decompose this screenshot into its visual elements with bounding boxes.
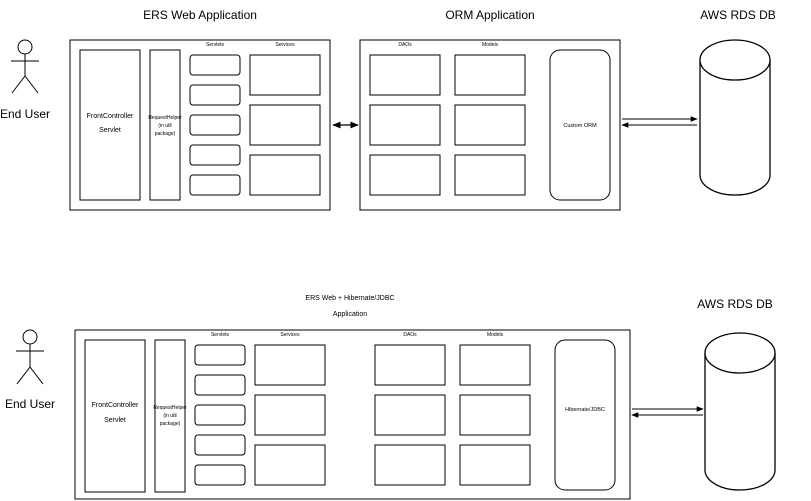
service-box xyxy=(254,394,326,436)
app-title: ERS Web + Hibernate/JDBC xyxy=(305,295,394,302)
request-helper-label: (in util xyxy=(163,413,176,419)
servlet-box xyxy=(189,174,241,196)
end-user-actor-icon xyxy=(16,329,44,385)
bottom-diagram: End User ERS Web + Hibernate/JDBC Applic… xyxy=(5,295,776,500)
servlets-header: Servlets xyxy=(211,332,230,338)
servlet-box xyxy=(194,374,246,396)
model-box xyxy=(459,394,531,436)
servlet-box xyxy=(189,84,241,106)
servlet-box xyxy=(194,434,246,456)
servlets-header: Servlets xyxy=(206,42,225,48)
app-title: Application xyxy=(333,311,367,318)
servlet-box xyxy=(189,114,241,136)
servlet-box xyxy=(194,404,246,426)
model-box xyxy=(454,104,526,146)
front-controller-label: Servlet xyxy=(104,417,126,424)
model-box xyxy=(459,444,531,486)
dao-box xyxy=(374,444,446,486)
end-user-label: End User xyxy=(0,107,50,121)
end-user-label: End User xyxy=(5,397,55,411)
model-box xyxy=(454,154,526,196)
custom-orm-label: Custom ORM xyxy=(563,123,597,129)
database-cylinder-icon xyxy=(704,332,776,491)
dao-box xyxy=(369,154,441,196)
models-header: Models xyxy=(482,42,499,48)
request-helper-label: RequestHelper xyxy=(153,405,187,411)
hibernate-box xyxy=(554,339,616,491)
service-box xyxy=(249,104,321,146)
model-box xyxy=(459,344,531,386)
request-helper-label: (in util xyxy=(158,123,171,129)
orm-app-title: ORM Application xyxy=(445,8,534,22)
dao-box xyxy=(374,344,446,386)
service-box xyxy=(249,154,321,196)
servlet-box xyxy=(189,144,241,166)
front-controller-label: FrontController xyxy=(92,402,139,409)
request-helper-label: package) xyxy=(155,131,176,137)
db-label: AWS RDS DB xyxy=(700,8,776,22)
request-helper-box xyxy=(154,339,186,493)
request-helper-box xyxy=(149,49,181,201)
model-box xyxy=(454,54,526,96)
front-controller-box xyxy=(84,339,146,493)
custom-orm-box xyxy=(549,49,611,201)
top-diagram: End User ERS Web Application ORM Applica… xyxy=(0,8,776,211)
service-box xyxy=(249,54,321,96)
web-app-title: ERS Web Application xyxy=(143,8,257,22)
front-controller-label: FrontController xyxy=(87,113,134,120)
db-label: AWS RDS DB xyxy=(697,297,773,311)
dao-box xyxy=(369,104,441,146)
front-controller-box xyxy=(79,49,141,201)
request-helper-label: package) xyxy=(160,421,181,427)
servlet-box xyxy=(194,344,246,366)
end-user-actor-icon xyxy=(11,39,39,94)
servlet-box xyxy=(189,54,241,76)
dao-box xyxy=(369,54,441,96)
services-header: Services xyxy=(275,42,295,48)
hibernate-label: Hibernate/JDBC xyxy=(565,407,605,413)
front-controller-label: Servlet xyxy=(99,127,121,134)
daos-header: DAOs xyxy=(403,332,417,338)
database-cylinder-icon xyxy=(699,39,771,196)
service-box xyxy=(254,344,326,386)
service-box xyxy=(254,444,326,486)
dao-box xyxy=(374,394,446,436)
models-header: Models xyxy=(487,332,504,338)
daos-header: DAOs xyxy=(398,42,412,48)
request-helper-label: RequestHelper xyxy=(148,115,182,121)
servlet-box xyxy=(194,464,246,486)
services-header: Services xyxy=(280,332,300,338)
